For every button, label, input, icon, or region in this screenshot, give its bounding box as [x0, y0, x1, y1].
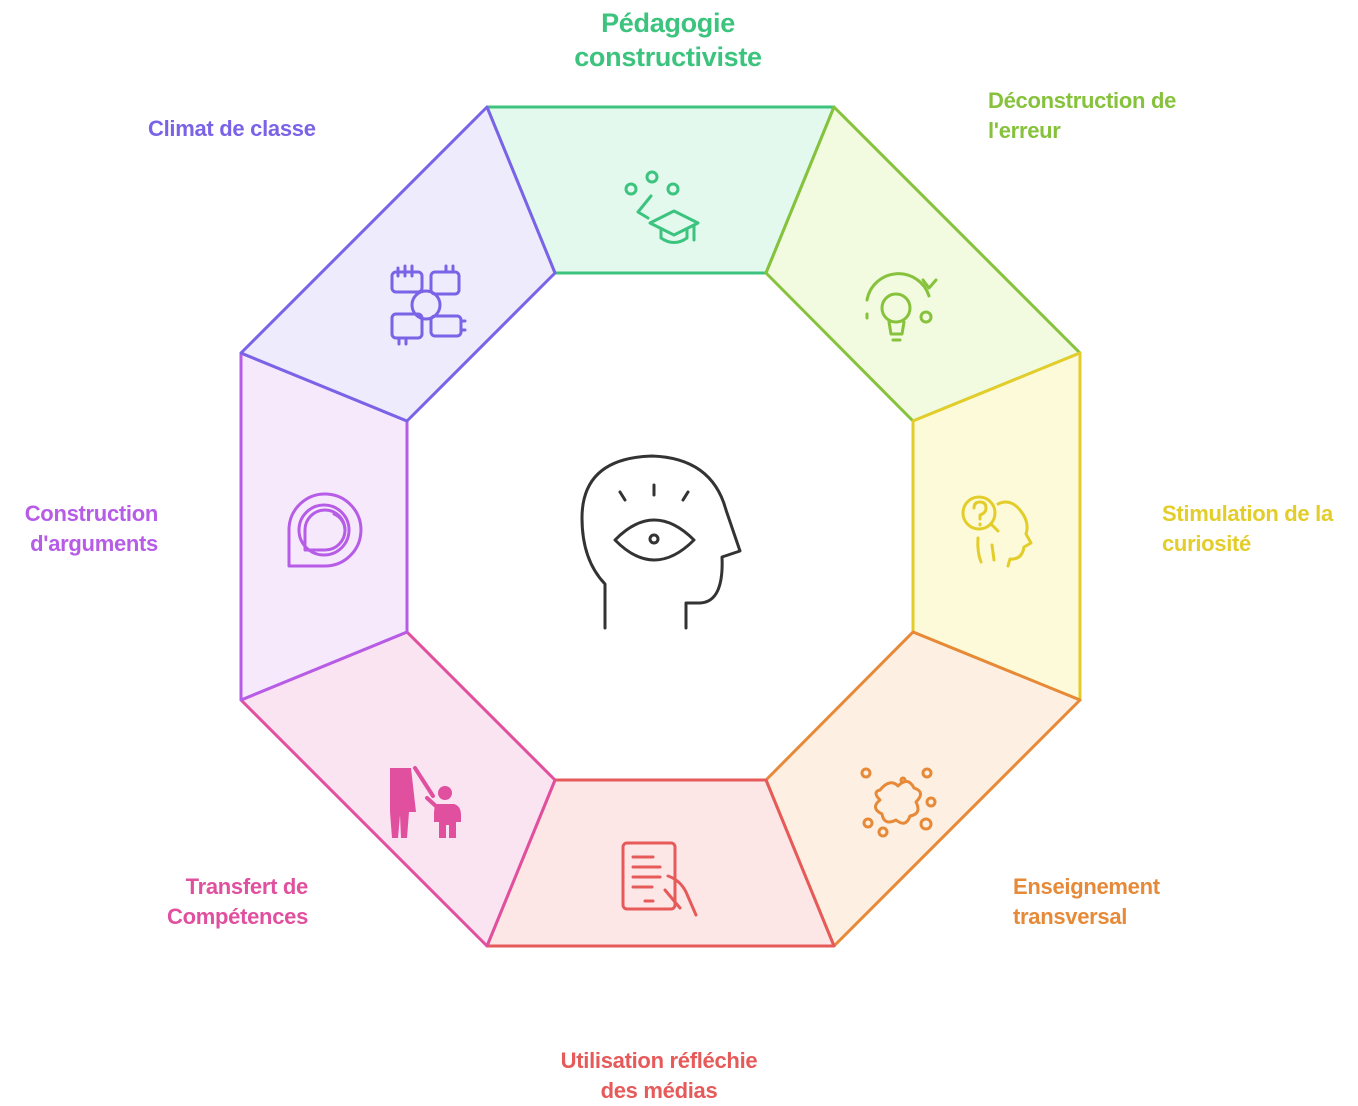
segment-climat — [239, 105, 557, 423]
label-stimulation-line-2: curiosité — [1162, 531, 1251, 556]
label-pedagogie-line-1: Pédagogie — [601, 8, 735, 38]
label-stimulation-line-1: Stimulation de la — [1162, 501, 1333, 526]
speech-bubble-icon — [287, 492, 363, 568]
label-construction-line-2: d'arguments — [30, 531, 158, 556]
label-enseignement-line-1: Enseignement — [1013, 874, 1160, 899]
segment-climat-shape — [239, 105, 557, 423]
label-pedagogie-line-2: constructiviste — [574, 42, 762, 72]
label-deconstruction-line-2: l'erreur — [988, 118, 1061, 143]
graduation-cap-icon — [624, 170, 700, 244]
label-deconstruction: Déconstruction de l'erreur — [988, 86, 1176, 146]
label-climat-line-1: Climat de classe — [148, 116, 316, 141]
teamwork-hands-icon — [390, 264, 467, 346]
label-pedagogie: Pédagogie constructiviste — [548, 6, 788, 74]
label-climat: Climat de classe — [148, 114, 316, 144]
label-transfert-line-1: Transfert de — [185, 874, 309, 899]
label-construction-line-1: Construction — [24, 501, 159, 526]
splash-icon — [860, 767, 937, 838]
label-transfert-line-2: Compétences — [167, 904, 308, 929]
label-enseignement-line-2: transversal — [1013, 904, 1128, 929]
label-utilisation-line-1: Utilisation réfléchie — [560, 1048, 758, 1073]
label-utilisation-line-2: des médias — [600, 1078, 718, 1103]
tablet-hand-icon — [621, 841, 698, 917]
label-deconstruction-line-1: Déconstruction de — [988, 88, 1177, 113]
parent-child-icon — [390, 766, 461, 838]
label-transfert: Transfert de Compétences — [108, 872, 308, 932]
label-stimulation: Stimulation de la curiosité — [1162, 499, 1333, 559]
head-eye-icon — [580, 454, 742, 630]
label-utilisation: Utilisation réfléchie des médias — [509, 1046, 809, 1106]
lightbulb-icon — [865, 272, 938, 342]
label-enseignement: Enseignement transversal — [1013, 872, 1160, 932]
label-construction: Construction d'arguments — [8, 499, 159, 559]
question-head-icon — [961, 495, 1033, 568]
